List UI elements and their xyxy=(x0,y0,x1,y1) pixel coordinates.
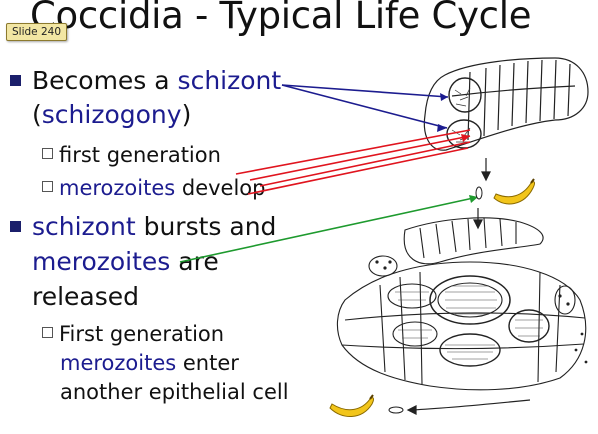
schizont-pointer-arrows xyxy=(281,84,449,132)
intestinal-epithelium-illustration xyxy=(336,217,588,391)
keyword-schizont: schizont xyxy=(32,212,136,241)
bullet-schizont-bursts: schizont bursts and xyxy=(10,212,276,241)
sub-bullet-first-generation: first generation xyxy=(42,143,221,167)
banana-icon xyxy=(329,394,374,417)
cycle-return-arrow-icon xyxy=(406,399,531,415)
hollow-square-bullet-icon xyxy=(42,181,53,192)
merozoite-icon xyxy=(388,186,483,414)
keyword-merozoites: merozoites xyxy=(60,351,177,375)
hollow-square-bullet-icon xyxy=(42,327,53,338)
sub-bullet-merozoites-develop: merozoites develop xyxy=(42,176,266,200)
square-bullet-icon xyxy=(10,221,21,232)
keyword-merozoites: merozoites xyxy=(32,247,171,276)
cycle-down-arrow-icon xyxy=(473,158,491,230)
sub-bullet-first-generation-2: First generation xyxy=(42,322,224,346)
merozoites-develop-pointer-arrows xyxy=(235,129,471,195)
keyword-schizont: schizont xyxy=(177,66,282,95)
slide-number-badge: Slide 240 xyxy=(6,23,68,41)
keyword-schizogony: schizogony xyxy=(41,100,182,129)
sub-bullet-merozoites-enter: merozoites enter xyxy=(60,351,239,375)
bullet-schizogony: (schizogony) xyxy=(32,100,192,129)
merozoites-released-pointer-arrow xyxy=(179,195,479,263)
bullet-becomes-schizont: Becomes a schizont xyxy=(10,66,281,95)
bullet-released: released xyxy=(32,282,140,311)
slide-title: Coccidia - Typical Life Cycle xyxy=(30,0,532,37)
sub-bullet-another-epithelial-cell: another epithelial cell xyxy=(60,380,289,404)
banana-icon xyxy=(493,178,535,205)
square-bullet-icon xyxy=(10,75,21,86)
bullet-merozoites-are: merozoites are xyxy=(32,247,219,276)
intestinal-villus-illustration xyxy=(423,57,589,151)
keyword-merozoites: merozoites xyxy=(59,176,176,200)
hollow-square-bullet-icon xyxy=(42,148,53,159)
